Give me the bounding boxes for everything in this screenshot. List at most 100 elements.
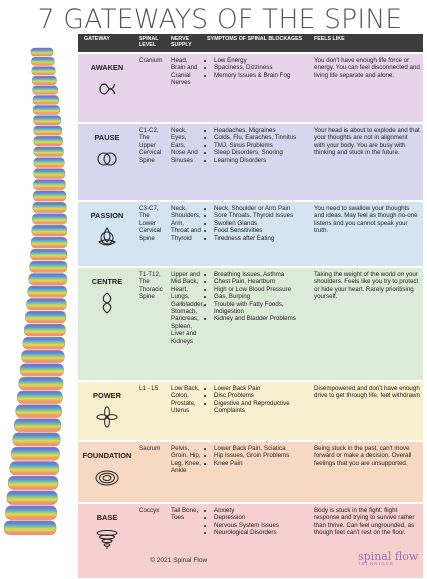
feels-like-cell: You need to swallow your thoughts and id…: [314, 205, 418, 235]
gateway-row: AWAKEN Cranium Head, Brain and Cranial Ner…: [78, 52, 423, 122]
symptom-item: Knee Pain: [214, 460, 308, 467]
vertebra: [33, 146, 64, 157]
vertebra: [21, 350, 65, 363]
symptoms-list: Breathing Issues, AsthmaChest Pain, Hear…: [207, 271, 308, 323]
spinal-level-cell: Cranium: [139, 57, 163, 64]
vertebra: [31, 225, 68, 237]
vertebra: [26, 298, 67, 311]
symptom-item: Gas, Burping: [214, 293, 308, 300]
nerve-supply-cell: Neck, Eyes, Ears, Nose And Sinuses: [171, 127, 198, 164]
symptom-item: Tiredness after Eating: [214, 235, 308, 242]
vertebra: [33, 136, 63, 146]
gateway-row: PASSION C3-C7, The Lower Cervical Spine Ne…: [78, 200, 423, 266]
symptom-item: Sore Throats, Thyroid Issues: [214, 212, 308, 219]
spinal-level-cell: L1 - L5: [139, 385, 159, 392]
vertebra: [33, 105, 61, 115]
nerve-supply-cell: Tail Bone, Toes: [171, 507, 199, 522]
gateway-cell: PASSION: [78, 202, 136, 266]
vertebra: [17, 390, 63, 404]
vertebra: [29, 261, 68, 273]
spiral-cone-icon: [96, 530, 118, 550]
symptom-item: Low Energy: [214, 57, 308, 64]
symptom-item: Nervous System Issues: [214, 522, 308, 529]
feels-like-cell: Body is stuck in the fight: flight respo…: [314, 507, 415, 537]
symptom-item: Anxiety: [214, 507, 308, 514]
symptom-item: High or Low Blood Pressure: [214, 286, 308, 293]
header-nerve-supply: NERVE SUPPLY: [171, 36, 192, 48]
spiral-knot-icon: [102, 292, 112, 314]
gateway-cell: BASE: [78, 504, 136, 578]
vertebra: [18, 377, 64, 390]
gateway-name: AWAKEN: [90, 63, 124, 72]
nerve-supply-cell: Head, Brain and Cranial Nerves: [171, 57, 198, 87]
spinal-level-cell: T1-T12, The Thoracic Spine: [139, 271, 163, 301]
feels-like-cell: You don't have enough life force or ener…: [314, 57, 420, 79]
symptom-item: Food Sensitivities: [214, 227, 308, 234]
symptom-item: Headaches, Migraines: [214, 127, 308, 134]
gateway-name: PASSION: [90, 211, 124, 220]
symptoms-cell: AnxietyDepressionNervous System IssuesNe…: [204, 504, 311, 578]
feels-like-cell: Taking the weight of the world on your s…: [314, 271, 419, 301]
symptoms-list: Lower Back PainDisc ProblemsDigestive an…: [207, 385, 308, 415]
spinal-level-cell: Sacrum: [139, 445, 161, 452]
gateway-cell: AWAKEN: [78, 54, 136, 122]
spinal-level-cell: C3-C7, The Lower Cervical Spine: [139, 205, 162, 242]
symptom-item: Colds, Flu, Earaches, Tinnitus: [214, 134, 308, 141]
vertebra: [9, 461, 59, 476]
vertebra: [22, 337, 66, 350]
gateway-cell: CENTRE: [78, 268, 136, 380]
gateway-name: FOUNDATION: [82, 451, 132, 460]
gateway-name: BASE: [96, 513, 118, 522]
symptoms-cell: Lower Back PainDisc ProblemsDigestive an…: [204, 382, 311, 440]
header-symptoms: SYMPTOMS OF SPINAL BLOCKAGES: [207, 36, 303, 42]
page-title: 7 GATEWAYS OF THE SPINE: [37, 4, 403, 35]
symptom-item: Memory Issues & Brain Fog: [214, 72, 308, 79]
vertebra: [5, 505, 57, 520]
symptoms-list: Lower Back Pain, SciaticaHip Issues, Gro…: [207, 445, 308, 467]
symptoms-list: Low EnergySpaciness, DizzinessMemory Iss…: [207, 57, 308, 79]
vertebra: [32, 201, 67, 213]
symptom-item: Learning Disorders: [214, 157, 308, 164]
vertebra: [33, 168, 66, 179]
gateway-cell: FOUNDATION: [78, 442, 136, 502]
symptoms-cell: Neck, Shoulder or Arm PainSore Throats, …: [204, 202, 311, 266]
vertebra: [32, 213, 67, 225]
vertebra: [25, 311, 67, 324]
gateway-cell: PAUSE: [78, 124, 136, 200]
gateway-cell: POWER: [78, 382, 136, 440]
vertebra: [8, 475, 59, 490]
symptoms-cell: Headaches, MigrainesColds, Flu, Earaches…: [204, 124, 311, 200]
gateway-name: POWER: [93, 391, 121, 400]
gateway-row: PAUSE C1-C2, The Upper Cervical Spine Neck…: [78, 122, 423, 200]
triquetra-icon: [98, 227, 117, 246]
spinal-level-cell: C1-C2, The Upper Cervical Spine: [139, 127, 162, 164]
gateway-name: PAUSE: [94, 133, 120, 142]
concentric-rings-icon: [95, 470, 119, 486]
header-spinal-level: SPINAL LEVEL: [139, 36, 159, 48]
vertebra: [33, 115, 62, 125]
vertebra: [14, 418, 62, 432]
header-gateway: GATEWAY: [84, 36, 110, 42]
vertebra: [32, 75, 57, 85]
symptoms-list: Neck, Shoulder or Arm PainSore Throats, …: [207, 205, 308, 242]
vertebra: [30, 47, 54, 57]
symptom-item: Digestive and Reproductive Complaints: [214, 400, 308, 415]
symptom-item: Chest Pain, Heartburn: [214, 278, 308, 285]
symptoms-list: Headaches, MigrainesColds, Flu, Earaches…: [207, 127, 308, 164]
symptom-item: Neurological Disorders: [214, 529, 308, 536]
nerve-supply-cell: Low Back, Colon, Prostate, Uterus: [171, 385, 200, 415]
vertebra: [31, 236, 68, 249]
vertebra: [31, 66, 56, 76]
feels-like-cell: Your head is about to explode and that y…: [314, 127, 420, 157]
vertebra: [31, 57, 55, 66]
header-feels-like: FEELS LIKE: [314, 36, 345, 42]
nerve-supply-cell: Upper and Mid Back, Heart, Lungs, Gallbl…: [171, 271, 205, 345]
vertebra: [32, 85, 58, 95]
infinity-icon: [99, 83, 116, 96]
symptom-item: Hip Issues, Groin Problems: [214, 452, 308, 459]
symptom-item: Depression: [214, 514, 308, 521]
gateway-row: POWER L1 - L5 Low Back, Colon, Prostate, U…: [78, 380, 423, 440]
vertebra: [27, 285, 67, 298]
vertebra: [12, 432, 61, 447]
